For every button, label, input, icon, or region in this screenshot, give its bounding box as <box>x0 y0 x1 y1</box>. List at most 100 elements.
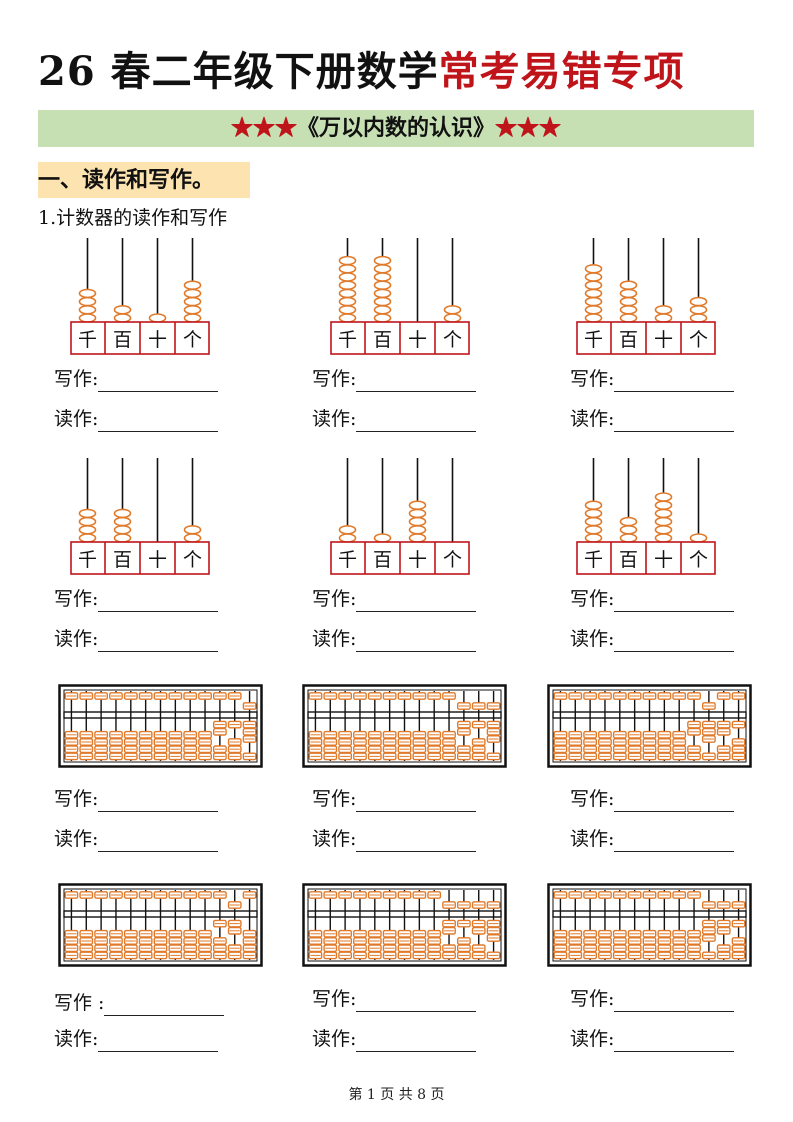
place-label: 千 <box>338 329 357 351</box>
counter-bead <box>113 313 132 323</box>
write-label: 写作: <box>54 368 99 390</box>
counter-bead <box>408 500 427 511</box>
read-answer-blank[interactable] <box>98 829 219 852</box>
write-label: 写作: <box>312 788 357 810</box>
counter-bead <box>584 272 603 282</box>
read-label: 读作: <box>54 828 99 850</box>
write-answer-row: 写作: <box>54 366 219 392</box>
title-main: 26 春二年级下册数学 <box>38 48 439 95</box>
counter-bead <box>78 288 97 299</box>
read-answer-row: 读作: <box>54 826 219 852</box>
counter-bead <box>654 313 673 323</box>
read-answer-blank[interactable] <box>356 409 477 432</box>
counter-bead <box>373 272 392 282</box>
title-highlight: 常考易错专项 <box>438 48 685 95</box>
counter-bead <box>338 525 357 535</box>
counter-bead <box>338 313 357 323</box>
abacus <box>58 684 263 768</box>
place-label: 个 <box>689 329 708 351</box>
write-label: 写作 : <box>54 992 105 1014</box>
write-answer-blank[interactable] <box>614 789 735 812</box>
read-answer-blank[interactable] <box>356 829 477 852</box>
counter-bead <box>113 516 132 527</box>
read-label: 读作: <box>54 1028 99 1050</box>
write-answer-blank[interactable] <box>614 589 735 612</box>
counter-bead <box>584 288 603 299</box>
counter-bead <box>584 533 603 543</box>
counter-bead <box>584 500 603 511</box>
counter-bead <box>78 516 97 527</box>
topic-banner: ★★★《万以内数的认识》★★★ <box>38 110 754 147</box>
write-label: 写作: <box>54 588 99 610</box>
write-answer-blank[interactable] <box>356 989 477 1012</box>
place-label: 百 <box>373 549 392 571</box>
counter-bead <box>373 305 392 315</box>
counter-bead <box>113 305 132 315</box>
read-answer-blank[interactable] <box>614 629 735 652</box>
write-answer-blank[interactable] <box>356 789 477 812</box>
counter-bead <box>373 533 392 543</box>
counter-bead <box>78 305 97 315</box>
counter-bead <box>183 525 202 535</box>
counter-bead <box>689 305 708 315</box>
place-label: 百 <box>113 329 132 351</box>
write-answer-blank[interactable] <box>614 989 735 1012</box>
counter-bead <box>584 516 603 527</box>
write-answer-blank[interactable] <box>356 589 477 612</box>
stars-right: ★★★ <box>495 115 562 141</box>
counter-bead <box>619 305 638 315</box>
counter-bead <box>443 305 462 315</box>
counter-bead <box>584 305 603 315</box>
counter-figure: 千百十个 <box>70 458 210 575</box>
counter-figure: 千百十个 <box>330 458 470 575</box>
write-answer-blank[interactable] <box>104 993 225 1016</box>
read-answer-blank[interactable] <box>614 829 735 852</box>
counter-bead <box>619 525 638 535</box>
read-answer-blank[interactable] <box>356 1029 477 1052</box>
counter-bead <box>183 313 202 323</box>
counter-bead <box>689 296 708 307</box>
counter: 千百十个 <box>70 458 210 576</box>
place-label: 个 <box>443 329 462 351</box>
counter-bead <box>183 296 202 307</box>
place-label: 千 <box>338 549 357 571</box>
counter-bead <box>338 305 357 315</box>
abacus-figure <box>302 883 507 967</box>
write-answer-blank[interactable] <box>98 789 219 812</box>
read-answer-blank[interactable] <box>98 409 219 432</box>
read-label: 读作: <box>570 828 615 850</box>
abacus-figure <box>58 883 263 967</box>
read-answer-blank[interactable] <box>614 1029 735 1052</box>
counter-bead <box>619 533 638 543</box>
counter-bead <box>689 313 708 323</box>
write-answer-row: 写作: <box>312 986 477 1012</box>
counter-bead <box>113 508 132 519</box>
counter-bead <box>689 533 708 543</box>
read-answer-blank[interactable] <box>98 629 219 652</box>
read-answer-row: 读作: <box>570 1026 735 1052</box>
write-label: 写作: <box>54 788 99 810</box>
write-answer-blank[interactable] <box>356 369 477 392</box>
counter-bead <box>408 533 427 543</box>
counter: 千百十个 <box>330 458 470 576</box>
stars-left: ★★★ <box>230 115 297 141</box>
write-answer-blank[interactable] <box>98 369 219 392</box>
abacus <box>547 883 752 967</box>
read-answer-blank[interactable] <box>356 629 477 652</box>
abacus-figure <box>58 684 263 768</box>
counter-bead <box>373 296 392 307</box>
counter-bead <box>373 288 392 299</box>
read-label: 读作: <box>312 1028 357 1050</box>
write-answer-blank[interactable] <box>614 369 735 392</box>
counter-bead <box>584 313 603 323</box>
read-answer-blank[interactable] <box>614 409 735 432</box>
read-answer-row: 读作: <box>54 1026 219 1052</box>
write-answer-blank[interactable] <box>98 589 219 612</box>
counter-bead <box>654 516 673 527</box>
place-label: 个 <box>689 549 708 571</box>
read-label: 读作: <box>570 1028 615 1050</box>
counter-figure: 千百十个 <box>576 458 716 575</box>
counter-bead <box>584 296 603 307</box>
read-answer-blank[interactable] <box>98 1029 219 1052</box>
counter-bead <box>373 255 392 266</box>
